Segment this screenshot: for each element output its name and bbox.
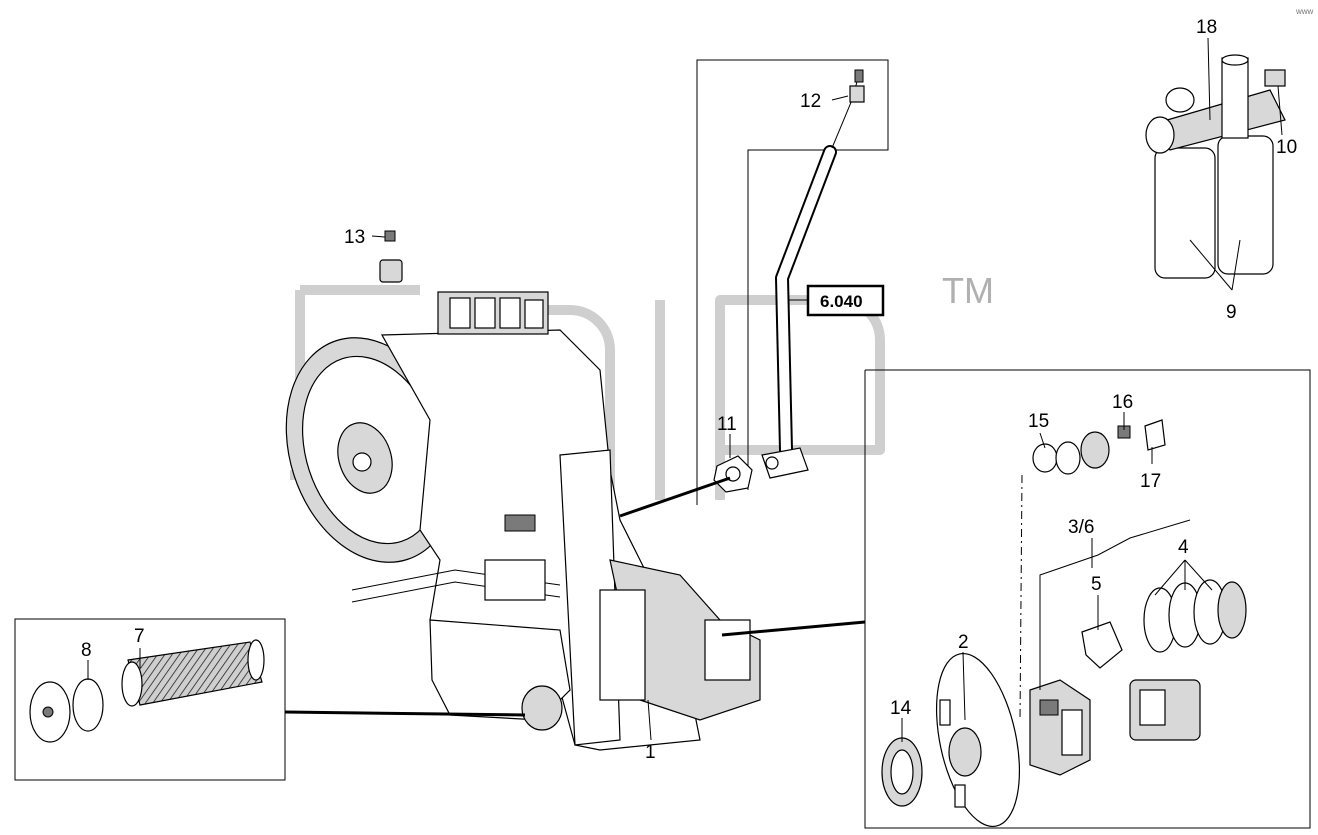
leader-filter-to-housing — [284, 710, 526, 717]
outlet-port — [1165, 87, 1195, 113]
filter-element-cap — [247, 639, 265, 681]
callout-18: 18 — [1196, 17, 1217, 38]
leader-lines — [87, 37, 1283, 742]
callout-14: 14 — [890, 698, 912, 719]
input-shaft — [352, 452, 372, 472]
tube-flange — [761, 447, 809, 479]
actuator-port — [1139, 689, 1166, 726]
reference-label: 6.040 — [820, 292, 863, 311]
retaining-ring — [1055, 441, 1081, 475]
leader-gasket-to-housing — [619, 476, 731, 518]
pto-detail-assembly — [864, 369, 1311, 829]
callout-2: 2 — [958, 632, 969, 653]
callout-12: 12 — [800, 91, 821, 112]
trademark-mark: TM — [942, 270, 994, 311]
cover-seal — [72, 678, 104, 732]
dipstick-frame — [696, 59, 889, 505]
sensor-block — [504, 514, 536, 532]
valve-solenoid-a — [449, 297, 471, 329]
corner-mark: www — [1295, 7, 1314, 16]
leader-12 — [831, 95, 849, 101]
dipstick-assembly — [696, 59, 889, 505]
disc-slot-upper — [939, 699, 951, 726]
filter-sensor — [1264, 69, 1286, 87]
lock-plate — [1144, 419, 1166, 451]
flange-hole — [765, 456, 779, 470]
brake-pads — [1081, 621, 1123, 669]
filter-head-stem — [1221, 57, 1249, 139]
valve-solenoid-c — [499, 297, 521, 329]
callout-1: 1 — [645, 742, 656, 763]
o-ring — [1032, 443, 1058, 473]
disc-slot-lower — [954, 784, 966, 808]
leader-1 — [647, 699, 652, 741]
oil-filter-assembly — [1145, 54, 1286, 279]
spring-stack-4 — [1217, 581, 1247, 639]
piston-cap — [1080, 431, 1110, 469]
callout-15: 15 — [1028, 411, 1049, 432]
breather — [379, 230, 403, 283]
internal-filter-assembly — [14, 618, 286, 781]
watermark-letter-n — [455, 305, 615, 500]
callout-3-6: 3/6 — [1068, 517, 1094, 538]
callout-17: 17 — [1140, 471, 1161, 492]
reference-box — [806, 284, 885, 317]
callout-labels: 1 2 3/6 4 5 7 8 9 10 11 12 13 14 15 16 1… — [81, 17, 1297, 763]
dipstick-top — [854, 69, 864, 83]
leader-18 — [1207, 37, 1211, 121]
cross-reference: 6.040 — [806, 284, 885, 317]
filter-element — [127, 641, 263, 706]
callout-10: 10 — [1276, 137, 1297, 158]
pto-cover — [599, 589, 646, 701]
callout-4: 4 — [1178, 537, 1189, 558]
leader-9a — [1189, 239, 1233, 291]
seal-bore — [890, 749, 914, 795]
callout-11: 11 — [717, 414, 737, 435]
disc-hub — [948, 727, 982, 777]
dipstick-handle — [849, 85, 865, 103]
cover-bolt — [42, 706, 54, 718]
callout-16: 16 — [1112, 392, 1133, 413]
filter-port — [521, 685, 563, 731]
filter-canister-right — [1217, 135, 1274, 275]
assembly-axis — [1019, 474, 1023, 721]
leader-4a — [1154, 559, 1186, 596]
caliper-body — [1061, 709, 1083, 756]
valve-solenoid-d — [524, 299, 544, 329]
breather-screw — [384, 230, 396, 242]
callout-5: 5 — [1091, 574, 1102, 595]
leader-pto-to-housing — [721, 620, 866, 637]
callout-13: 13 — [344, 227, 365, 248]
side-cover — [484, 559, 546, 601]
valve-solenoid-b — [474, 297, 496, 329]
output-flange — [704, 619, 751, 681]
callout-9: 9 — [1226, 302, 1237, 323]
leader-15 — [1039, 432, 1046, 449]
leader-13 — [371, 235, 386, 238]
caliper-piston-a — [1039, 699, 1059, 716]
inlet-port — [1145, 116, 1175, 154]
stem-top — [1221, 54, 1249, 66]
filter-detail-frame — [14, 618, 286, 781]
pto-detail-frame — [864, 369, 1311, 829]
transmission-housing — [285, 291, 761, 751]
callout-7: 7 — [134, 626, 145, 647]
breather-cap — [379, 259, 403, 283]
leader-9b — [1231, 239, 1241, 291]
leader-36-bracket — [1039, 519, 1191, 690]
leader-4c — [1184, 559, 1213, 591]
leader-2 — [962, 651, 966, 721]
filter-element-end — [121, 661, 143, 707]
dipstick-tube-fill — [777, 147, 835, 455]
leader-10 — [1277, 85, 1283, 136]
callout-8: 8 — [81, 640, 92, 661]
filter-canister-left — [1154, 147, 1216, 279]
